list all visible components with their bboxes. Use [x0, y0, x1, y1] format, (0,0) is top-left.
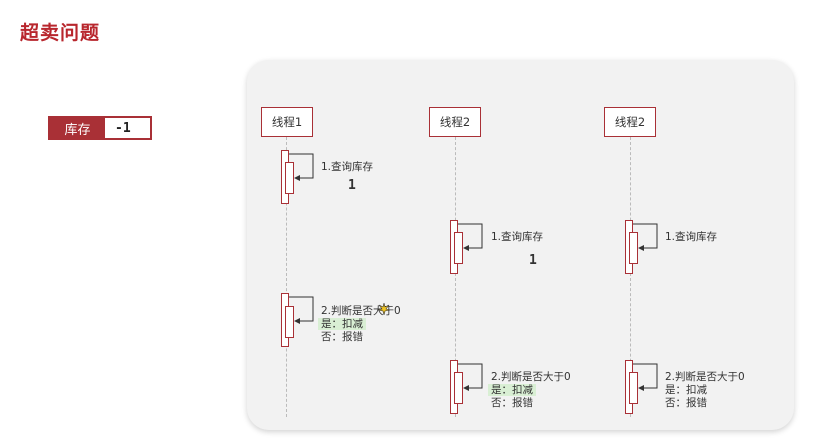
t1-step2-yes: 是：扣减 — [318, 317, 366, 332]
t1-step2-check: 2.判断是否大于0 — [321, 305, 401, 317]
self-call-t2-step1 — [458, 223, 483, 251]
t2-step2-no: 否：报错 — [491, 397, 533, 409]
sequence-panel — [247, 60, 794, 430]
t1-step2-yes-text: 是：扣减 — [318, 318, 366, 330]
t2-step2-yes: 是：扣减 — [488, 383, 536, 398]
t3-step2-check: 2.判断是否大于0 — [665, 371, 745, 383]
t2-step2-yes-text: 是：扣减 — [488, 384, 536, 396]
t2-step2-check: 2.判断是否大于0 — [491, 371, 571, 383]
thread-1-box: 线程1 — [261, 107, 313, 137]
t1-step1-result: 1 — [348, 178, 356, 193]
lifeline-thread-1 — [286, 137, 287, 417]
stock-value: -1 — [115, 120, 131, 136]
self-call-t3-step1 — [633, 223, 658, 251]
t3-step2-yes: 是：扣减 — [665, 384, 707, 396]
activation-t3-step1-inner — [629, 232, 638, 264]
activation-t1-step2-inner — [285, 306, 294, 338]
t1-step1-label: 1.查询库存 — [321, 161, 374, 173]
activation-t3-step2-inner — [629, 372, 638, 404]
activation-t2-step2-inner — [454, 372, 463, 404]
thread-3-box: 线程2 — [604, 107, 656, 137]
activation-t1-step1-inner — [285, 162, 294, 194]
self-call-t1-step2 — [289, 296, 314, 324]
t3-step1-label: 1.查询库存 — [665, 231, 718, 243]
self-call-t3-step2 — [633, 363, 658, 391]
stock-label: 库存 — [50, 118, 105, 138]
activation-t2-step1-inner — [454, 232, 463, 264]
lifeline-thread-3 — [630, 137, 631, 417]
t3-step2-no: 否：报错 — [665, 397, 707, 409]
self-call-t1-step1 — [289, 153, 314, 181]
t2-step1-label: 1.查询库存 — [491, 231, 544, 243]
stock-indicator: 库存 -1 — [48, 116, 152, 140]
page-title: 超卖问题 — [20, 22, 101, 44]
cursor-pointer-icon — [378, 303, 390, 315]
lifeline-thread-2 — [455, 137, 456, 417]
t1-step2-no: 否：报错 — [321, 331, 363, 343]
thread-2-box: 线程2 — [429, 107, 481, 137]
t2-step1-result: 1 — [529, 253, 537, 268]
self-call-t2-step2 — [458, 363, 483, 391]
